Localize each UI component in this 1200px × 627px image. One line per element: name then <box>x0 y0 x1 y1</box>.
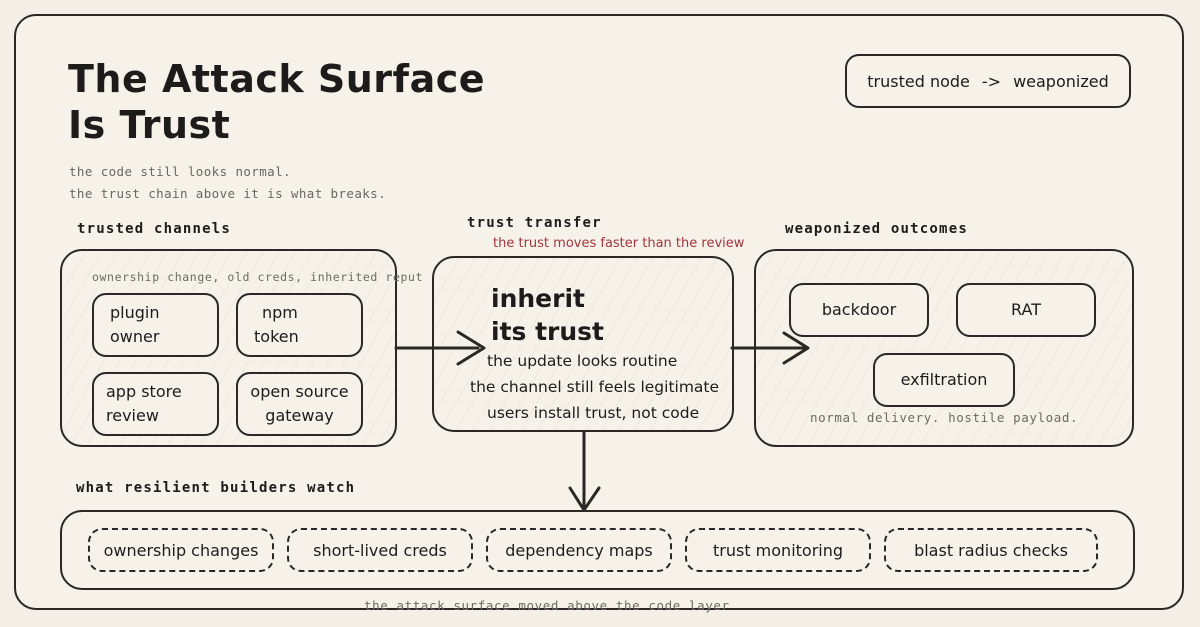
footer-note: the attack surface moved above the code … <box>364 598 730 613</box>
watch-short-lived-creds: short-lived creds <box>287 528 473 572</box>
page-title: The Attack Surface Is Trust <box>68 56 498 148</box>
title-line-1: The Attack Surface <box>68 57 486 101</box>
outcome-rat: RAT <box>956 283 1096 337</box>
channel-plugin-owner: plugin owner <box>92 293 219 357</box>
title-line-2: Is Trust <box>68 103 231 147</box>
channel-npm-token: npm token <box>236 293 363 357</box>
channel-open-source-gateway: open source gateway <box>236 372 363 436</box>
watch-label: what resilient builders watch <box>76 480 356 496</box>
subtitle: the code still looks normal. the trust c… <box>69 161 386 205</box>
watch-dependency-maps: dependency maps <box>486 528 672 572</box>
arrow-transfer-to-watch <box>568 430 601 512</box>
channel-line: app store <box>106 382 182 401</box>
trusted-channels-label: trusted channels <box>77 221 232 237</box>
legend-from: trusted node <box>867 71 970 91</box>
subtitle-line-2: the trust chain above it is what breaks. <box>69 186 387 201</box>
legend-arrow: -> <box>981 71 1002 91</box>
subtitle-line-1: the code still looks normal. <box>69 164 291 179</box>
weaponized-outcomes-label: weaponized outcomes <box>785 221 968 237</box>
channel-line: npm <box>262 303 298 322</box>
channel-line: plugin <box>110 303 160 322</box>
weaponized-outcomes-note: normal delivery. hostile payload. <box>810 410 1079 425</box>
trust-transfer-label: trust transfer <box>467 215 602 231</box>
trusted-channels-note: ownership change, old creds, inherited r… <box>92 270 424 284</box>
arrow-channels-to-transfer <box>394 330 486 366</box>
watch-trust-monitoring: trust monitoring <box>685 528 871 572</box>
channel-line: owner <box>110 327 160 346</box>
watch-box <box>60 510 1135 590</box>
channel-app-store-review: app store review <box>92 372 219 436</box>
channel-line: token <box>254 327 299 346</box>
legend: trusted node -> weaponized <box>845 54 1131 108</box>
headline-line-2: its trust <box>491 317 605 346</box>
outcome-backdoor: backdoor <box>789 283 929 337</box>
legend-to: weaponized <box>1013 71 1109 91</box>
arrow-transfer-to-outcomes <box>730 331 810 365</box>
channel-line: review <box>106 406 159 425</box>
transfer-line-1: the update looks routine <box>487 352 678 370</box>
watch-blast-radius-checks: blast radius checks <box>884 528 1098 572</box>
outcome-exfiltration: exfiltration <box>873 353 1015 407</box>
trust-transfer-box <box>432 256 734 432</box>
channel-line: open source <box>250 382 349 401</box>
headline-line-1: inherit <box>491 284 585 313</box>
weaponized-outcomes-box <box>754 249 1134 447</box>
channel-line: gateway <box>265 406 334 425</box>
transfer-line-3: users install trust, not code <box>487 404 700 422</box>
trust-transfer-note: the trust moves faster than the review <box>493 236 745 251</box>
transfer-line-2: the channel still feels legitimate <box>470 378 720 396</box>
watch-ownership-changes: ownership changes <box>88 528 274 572</box>
trust-transfer-headline: inherit its trust <box>491 282 604 348</box>
